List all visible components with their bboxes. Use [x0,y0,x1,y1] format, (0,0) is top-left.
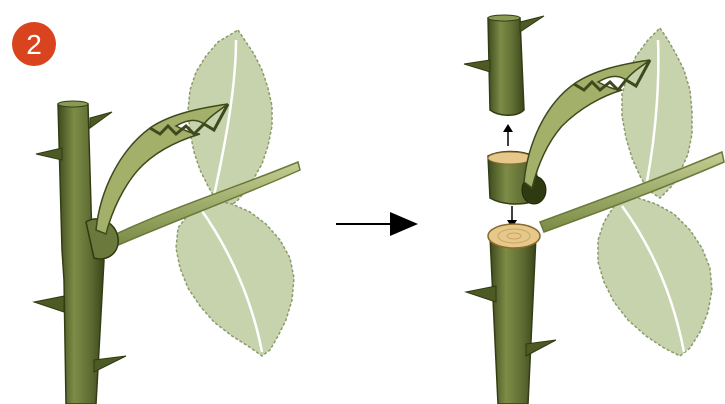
lower-stem-piece [490,236,536,404]
bud-chip-cut-face [488,152,532,164]
stem-top-left [58,101,88,107]
right-arrow-icon [336,212,418,236]
left-stem-illustration [34,30,300,404]
upper-stem-top [488,15,520,21]
thorn-left-2 [36,148,62,160]
leaflet-lower-left [176,200,294,356]
right-stem-illustration [464,15,724,404]
thorn-right-1 [520,16,544,32]
thorn-right-2 [464,60,490,72]
up-arrow-icon [503,124,513,146]
thorn-right-3 [466,286,496,302]
upper-stem-piece [488,18,524,115]
thorn-left-1 [90,112,112,128]
step-badge: 2 [12,22,56,66]
lower-stem-cut-face [488,224,540,248]
thorn-left-3 [34,296,64,312]
step-badge-number: 2 [26,29,42,60]
leaflet-lower-right [598,198,712,356]
